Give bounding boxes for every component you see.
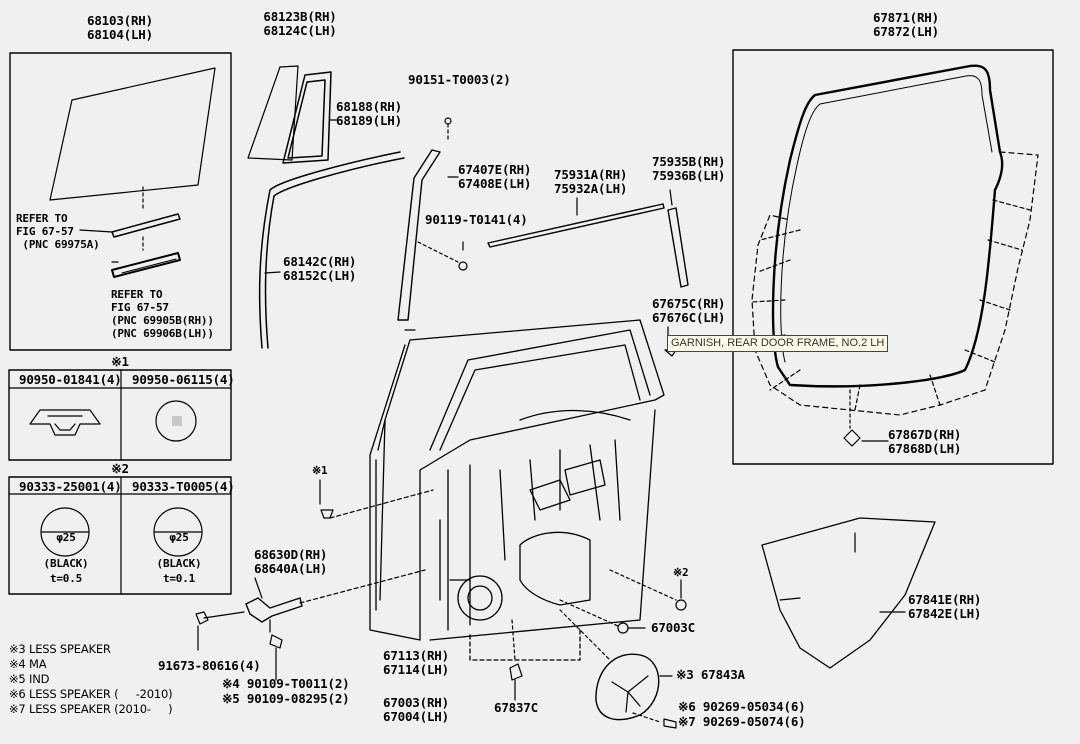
label-90269-05034[interactable]: ※6 90269-05034(6) xyxy=(678,699,806,714)
speaker-67843 xyxy=(595,653,660,721)
label-90333-25001[interactable]: 90333-25001(4) xyxy=(19,479,122,494)
legend-item: ※7 LESS SPEAKER (2010- ) xyxy=(9,702,173,716)
label-67837[interactable]: 67837C xyxy=(494,700,538,715)
label-67407[interactable]: 67407E(RH) 67408E(LH) xyxy=(458,162,532,191)
dimension-b: φ25 xyxy=(169,531,189,544)
label-68123[interactable]: 68123B(RH) 68124C(LH) xyxy=(263,9,337,38)
service-hole-cover-67841 xyxy=(761,517,936,669)
color-a: (BLACK) xyxy=(43,557,89,570)
refer-note-69975a[interactable]: REFER TO FIG 67-57 (PNC 69975A) xyxy=(16,212,100,251)
label-90333-t0005[interactable]: 90333-T0005(4) xyxy=(132,479,235,494)
note1-mark: ※1 xyxy=(111,354,129,369)
door-glass-outline xyxy=(49,67,216,201)
label-67843[interactable]: ※3 67843A xyxy=(676,667,745,682)
note2-table xyxy=(8,476,232,595)
run-channel-68142 xyxy=(258,151,405,349)
weatherstrip-box xyxy=(732,49,1054,465)
legend: ※3 LESS SPEAKER ※4 MA ※5 IND ※6 LESS SPE… xyxy=(9,642,173,716)
label-68188[interactable]: 68188(RH) 68189(LH) xyxy=(336,99,402,128)
legend-item: ※4 MA xyxy=(9,657,47,671)
label-67003[interactable]: 67003(RH) 67004(LH) xyxy=(383,695,449,724)
garnish-67407 xyxy=(397,149,441,321)
label-90950-06115[interactable]: 90950-06115(4) xyxy=(132,372,235,387)
label-75931[interactable]: 75931A(RH) 75932A(LH) xyxy=(554,167,628,196)
label-67841[interactable]: 67841E(RH) 67842E(LH) xyxy=(908,592,982,621)
color-b: (BLACK) xyxy=(156,557,202,570)
label-67675[interactable]: 67675C(RH) 67676C(LH) xyxy=(652,296,726,325)
door-check-68630 xyxy=(245,597,303,623)
label-68142[interactable]: 68142C(RH) 68152C(LH) xyxy=(283,254,357,283)
label-90950-01841[interactable]: 90950-01841(4) xyxy=(19,372,122,387)
label-91673[interactable]: 91673-80616(4) xyxy=(158,658,261,673)
label-68103[interactable]: 68103(RH) 68104(LH) xyxy=(87,13,153,42)
label-90109-08295[interactable]: ※5 90109-08295(2) xyxy=(222,691,350,706)
thickness-b: t=0.1 xyxy=(162,572,196,585)
label-67867[interactable]: 67867D(RH) 67868D(LH) xyxy=(888,427,962,456)
label-90269-05074[interactable]: ※7 90269-05074(6) xyxy=(678,714,806,729)
belt-moulding-75931 xyxy=(487,203,665,248)
label-90151[interactable]: 90151-T0003(2) xyxy=(408,72,511,87)
label-67003c[interactable]: 67003C xyxy=(651,620,695,635)
legend-item: ※5 IND xyxy=(9,672,50,686)
note2-mark: ※2 xyxy=(111,461,129,476)
part-tooltip: GARNISH, REAR DOOR FRAME, NO.2 LH xyxy=(667,335,889,352)
label-67113[interactable]: 67113(RH) 67114(LH) xyxy=(383,648,449,677)
seal-25001-drawing xyxy=(40,507,90,557)
weatherstrip-67871 xyxy=(771,64,1004,388)
label-67871[interactable]: 67871(RH) 67872(LH) xyxy=(873,10,939,39)
label-68630[interactable]: 68630D(RH) 68640A(LH) xyxy=(254,547,328,576)
refer-note-69905b[interactable]: REFER TO FIG 67-57 (PNC 69905B(RH)) (PNC… xyxy=(111,288,214,340)
mark2-door: ※2 xyxy=(673,566,689,579)
quarter-glass-frame xyxy=(282,71,332,164)
label-75935[interactable]: 75935B(RH) 75936B(LH) xyxy=(652,154,726,183)
glass-group-box xyxy=(9,52,232,351)
glass-channel-strip xyxy=(111,213,181,238)
note1-table xyxy=(8,369,232,461)
door-panel-67003 xyxy=(369,319,665,661)
quarter-glass xyxy=(247,65,299,161)
legend-item: ※3 LESS SPEAKER xyxy=(9,642,111,656)
garnish-75935 xyxy=(667,207,689,288)
plug-90950-06115-drawing xyxy=(155,400,197,442)
mark1-door: ※1 xyxy=(312,464,328,477)
seal-t0005-drawing xyxy=(153,507,203,557)
legend-item: ※6 LESS SPEAKER ( -2010) xyxy=(9,687,173,701)
label-90119[interactable]: 90119-T0141(4) xyxy=(425,212,528,227)
dimension-a: φ25 xyxy=(56,531,76,544)
clip-90950-01841-drawing xyxy=(29,409,101,436)
thickness-a: t=0.5 xyxy=(49,572,83,585)
label-90109-t0011[interactable]: ※4 90109-T0011(2) xyxy=(222,676,350,691)
